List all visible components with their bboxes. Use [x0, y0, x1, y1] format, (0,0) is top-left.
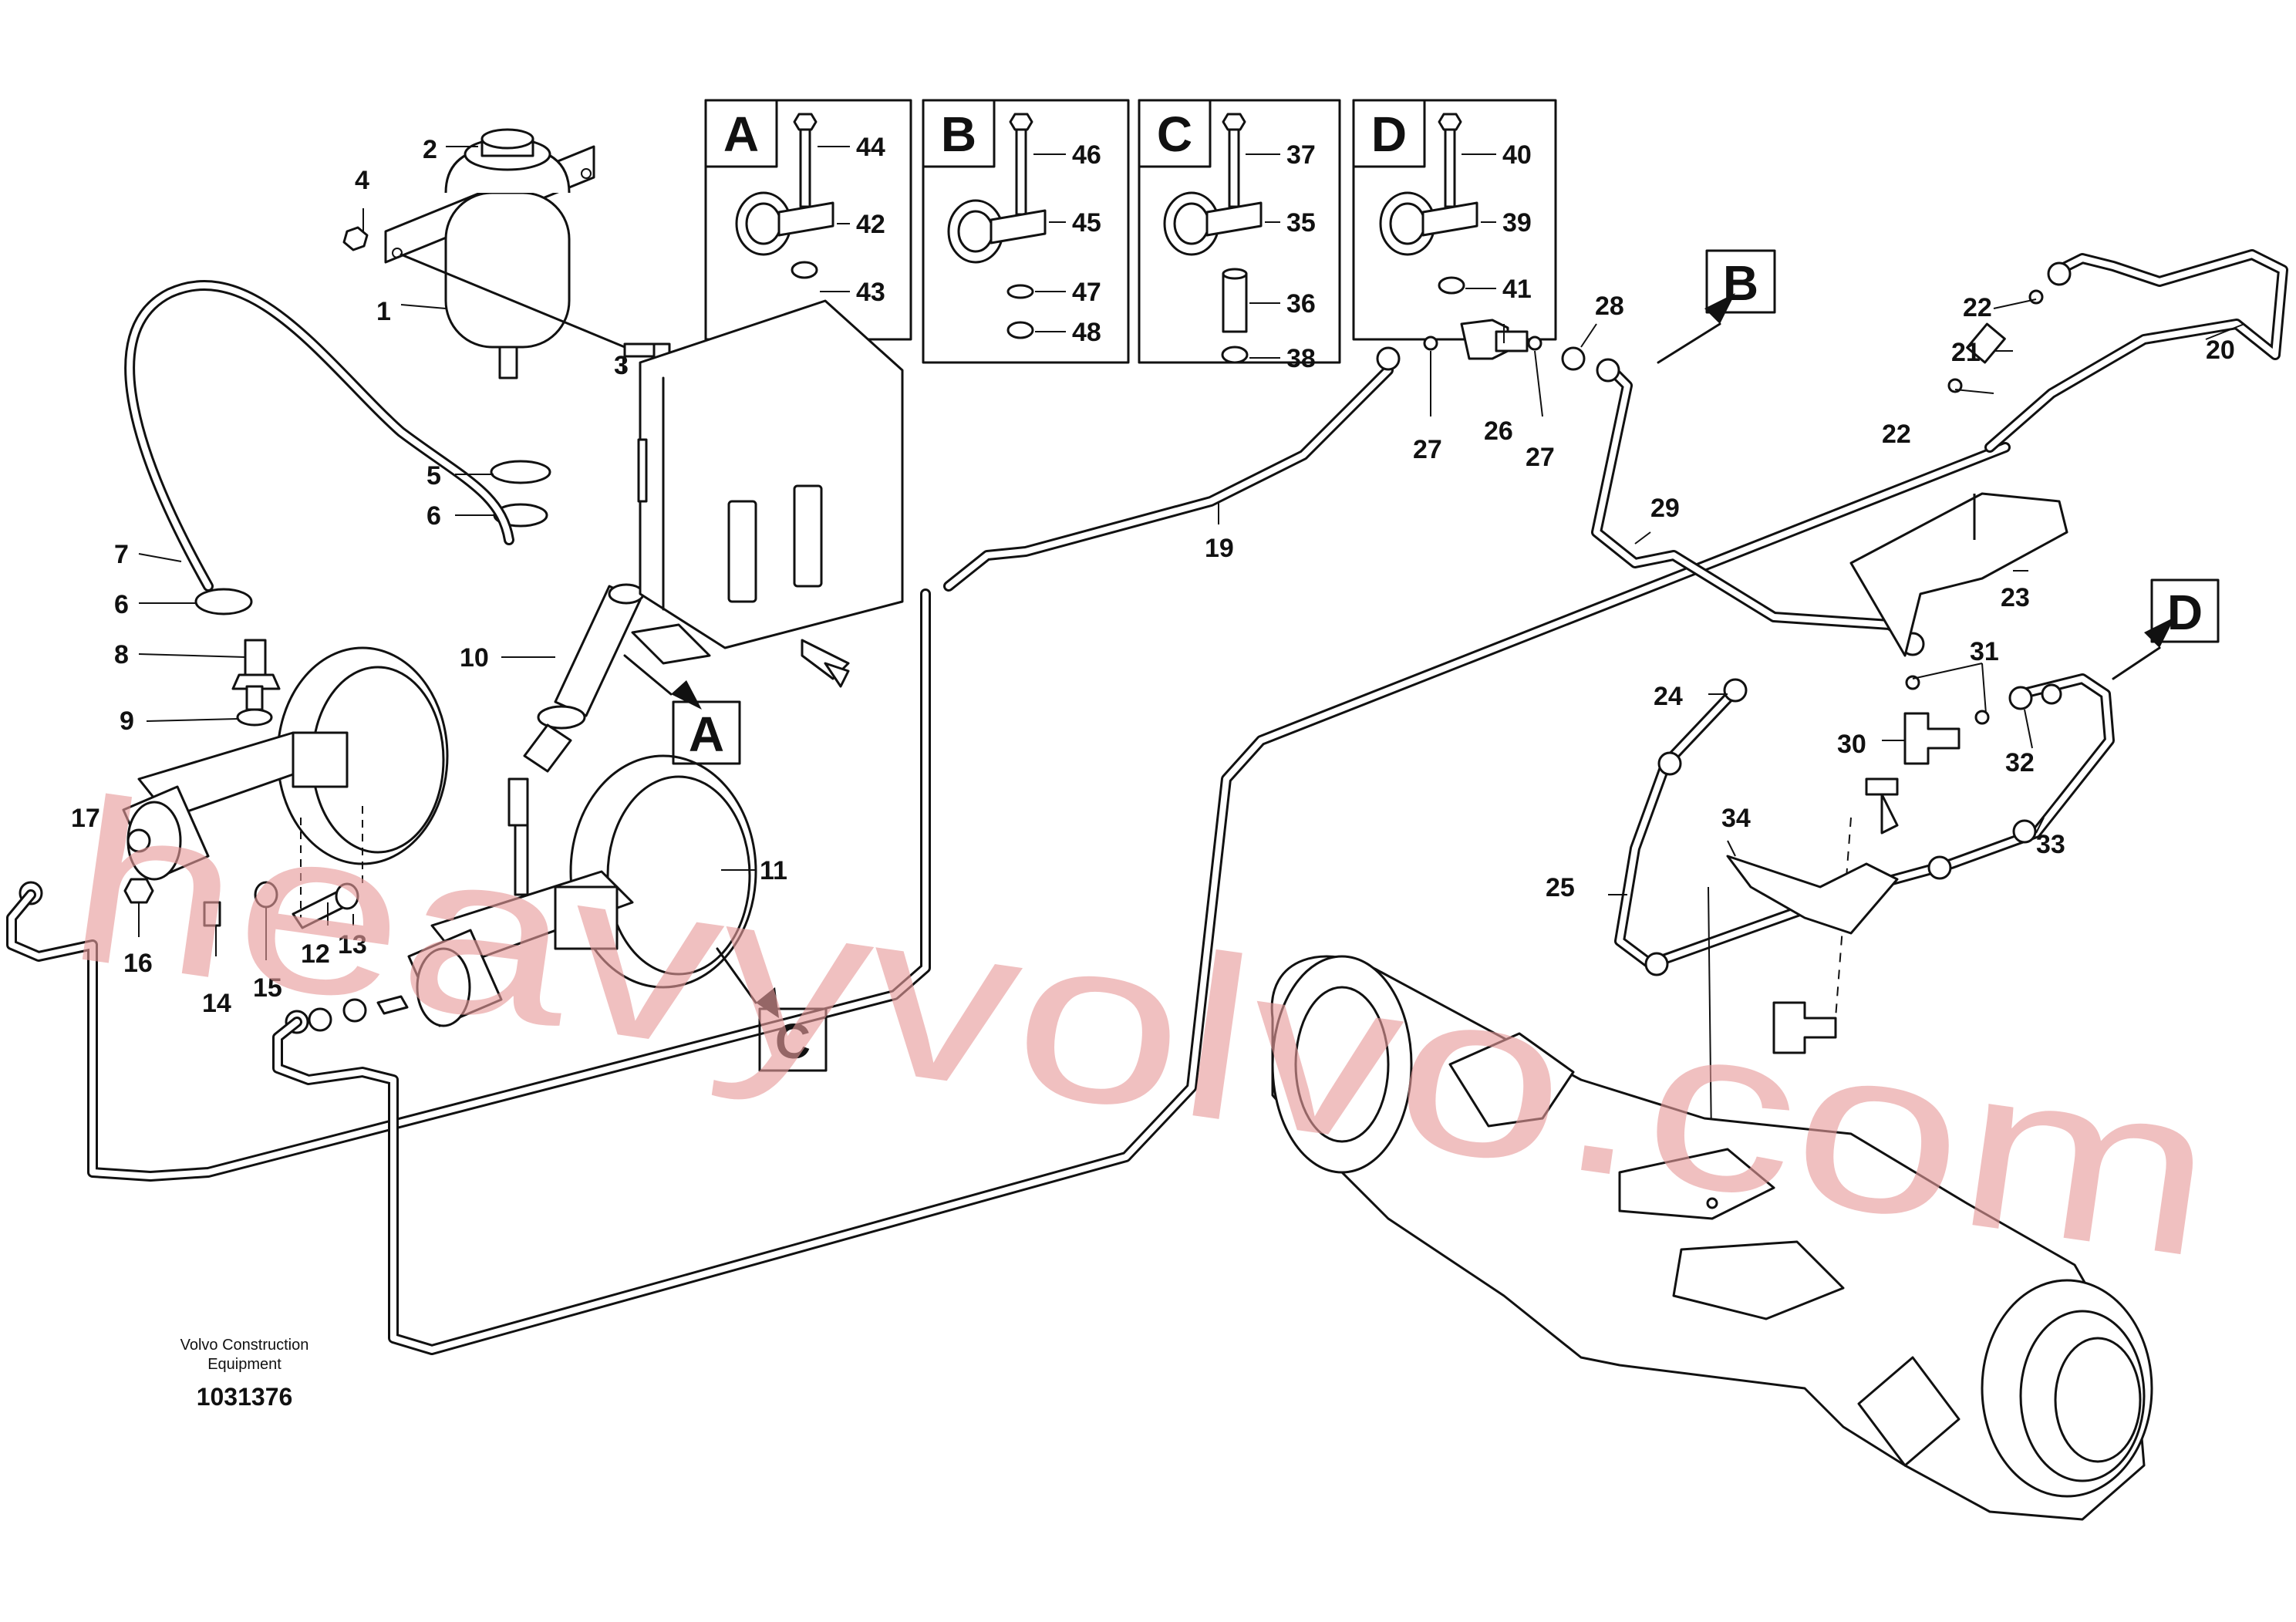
label-38: 38 — [1286, 344, 1316, 373]
footer-company-line1: Volvo Construction — [180, 1337, 309, 1354]
callout-14: 14 — [202, 989, 231, 1018]
label-46: 46 — [1072, 140, 1101, 170]
callout-27-right: 27 — [1526, 443, 1555, 472]
callout-25: 25 — [1546, 873, 1575, 902]
label-43: 43 — [856, 278, 885, 307]
detail-box-c: C 37 35 36 38 — [1138, 99, 1341, 373]
callout-4: 4 — [355, 166, 369, 195]
callout-28: 28 — [1595, 292, 1624, 321]
label-39: 39 — [1502, 208, 1532, 238]
label-36: 36 — [1286, 289, 1316, 319]
view-marker-a-label: A — [689, 706, 724, 762]
detail-box-a-letter: A — [723, 106, 759, 162]
view-marker-a: A — [623, 654, 741, 765]
callout-21: 21 — [1951, 338, 1981, 367]
callout-17: 17 — [71, 804, 100, 833]
hose-10 — [507, 583, 645, 896]
callout-24: 24 — [1654, 682, 1683, 711]
reservoir-assembly — [342, 128, 671, 528]
label-47: 47 — [1072, 278, 1101, 307]
brake-booster-left — [122, 646, 449, 881]
detail-box-a: A 44 42 43 — [704, 99, 912, 341]
label-40: 40 — [1502, 140, 1532, 170]
line-fittings — [1376, 261, 2072, 1054]
callout-22-lower: 22 — [1882, 420, 1911, 449]
detail-box-b-letter: B — [941, 106, 976, 162]
view-marker-d-label: D — [2167, 585, 2203, 640]
label-35: 35 — [1286, 208, 1316, 238]
detail-box-d: D 40 39 41 — [1352, 99, 1557, 341]
view-marker-b: B — [1657, 249, 1776, 364]
label-48: 48 — [1072, 318, 1101, 347]
callout-13: 13 — [338, 930, 367, 959]
callout-3: 3 — [614, 351, 629, 380]
callout-32: 32 — [2005, 748, 2035, 777]
brake-booster-right — [407, 754, 757, 1027]
callout-15: 15 — [253, 973, 282, 1003]
callout-5: 5 — [426, 461, 441, 491]
label-41: 41 — [1502, 275, 1532, 304]
drawing-number: 1031376 — [197, 1383, 293, 1411]
callout-16: 16 — [123, 949, 153, 978]
callout-2: 2 — [423, 135, 437, 164]
callout-26: 26 — [1484, 416, 1513, 446]
callout-10: 10 — [460, 643, 489, 673]
hose-7 — [124, 280, 514, 615]
callout-22-upper: 22 — [1963, 293, 1992, 322]
callout-29: 29 — [1650, 494, 1680, 523]
callout-8: 8 — [114, 640, 129, 669]
view-marker-c-label: C — [775, 1013, 811, 1069]
callout-6-lower: 6 — [114, 590, 129, 619]
view-marker-d: D — [2112, 578, 2220, 680]
view-marker-c: C — [716, 947, 828, 1072]
detail-box-c-letter: C — [1157, 106, 1192, 162]
label-42: 42 — [856, 210, 885, 239]
callout-23: 23 — [2001, 583, 2030, 612]
callout-7: 7 — [114, 540, 129, 569]
footer: Volvo Construction Equipment 1031376 — [180, 1337, 309, 1411]
callout-1: 1 — [376, 297, 391, 326]
label-45: 45 — [1072, 208, 1101, 238]
detail-box-d-letter: D — [1371, 106, 1407, 162]
callout-27-left: 27 — [1413, 435, 1442, 464]
left-fittings — [231, 639, 281, 727]
bracket-23 — [1849, 492, 2068, 657]
callout-6-upper: 6 — [426, 501, 441, 531]
callout-9: 9 — [120, 706, 134, 736]
footer-company-line2: Equipment — [207, 1356, 282, 1373]
callout-30: 30 — [1837, 730, 1866, 759]
callout-33: 33 — [2036, 830, 2065, 859]
leader-lines — [138, 146, 2245, 960]
cover-bracket — [631, 299, 904, 688]
callout-19: 19 — [1205, 534, 1234, 563]
axle-assembly — [1270, 955, 2153, 1521]
callout-31: 31 — [1970, 637, 1999, 666]
label-37: 37 — [1286, 140, 1316, 170]
part-callouts: 1 2 3 4 5 6 6 7 8 9 10 11 12 13 14 15 16… — [71, 135, 2235, 1018]
callout-12: 12 — [301, 939, 330, 969]
callout-34: 34 — [1721, 804, 1751, 833]
view-marker-b-label: B — [1723, 255, 1758, 311]
label-44: 44 — [856, 133, 885, 162]
small-parts-left — [19, 806, 409, 1034]
callout-11: 11 — [760, 856, 787, 885]
callout-20: 20 — [2206, 336, 2235, 365]
watermark-text: heavyvolvo.com — [55, 749, 2230, 1307]
detail-box-b: B 46 45 47 48 — [922, 99, 1130, 364]
